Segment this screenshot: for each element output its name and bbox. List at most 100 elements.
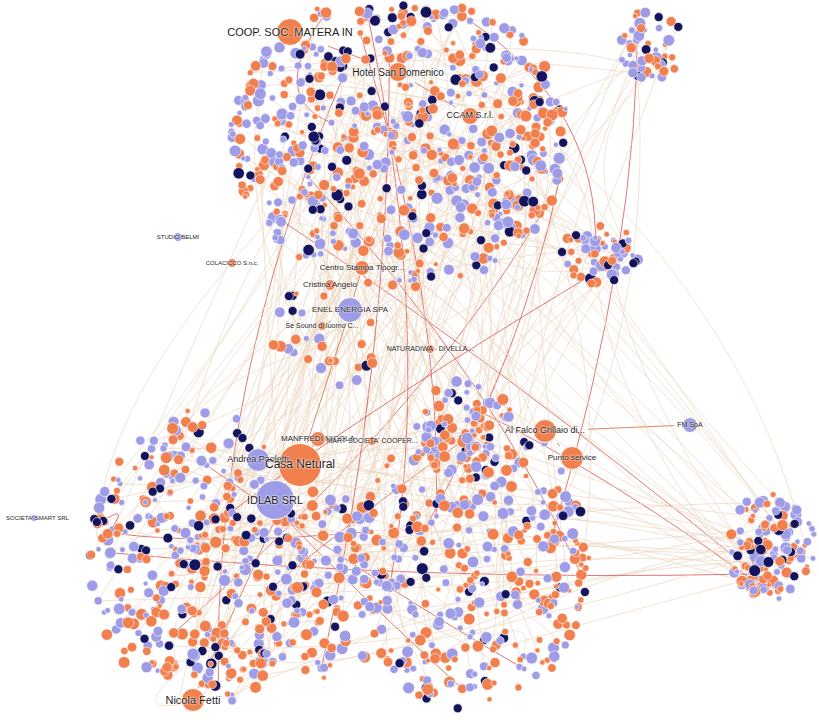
link-curve: [271, 25, 313, 619]
entity-dot: [637, 73, 646, 82]
entity-dot: [454, 155, 465, 166]
entity-dot: [320, 105, 326, 111]
link-curve: [109, 113, 518, 635]
entity-dot: [170, 478, 176, 484]
link-curve: [461, 207, 807, 566]
entity-dot: [336, 146, 345, 155]
entity-dot: [365, 111, 370, 116]
entity-dot: [501, 465, 513, 477]
entity-dot: [456, 542, 462, 548]
entity-dot: [391, 483, 396, 488]
entity-dot: [429, 642, 436, 649]
entity-dot: [273, 176, 283, 186]
entity-dot: [199, 638, 209, 648]
entity-dot: [726, 529, 737, 540]
entity-dot: [468, 154, 473, 159]
link-curve: [195, 565, 273, 662]
entity-dot: [125, 521, 134, 530]
entity-dot: [419, 547, 428, 556]
entity-dot: [535, 489, 542, 496]
entity-dot: [443, 538, 454, 549]
entity-dot: [250, 480, 260, 490]
entity-dot: [619, 249, 625, 255]
link-curve: [282, 171, 755, 571]
link-curve: [350, 114, 403, 367]
link-curve: [232, 61, 400, 701]
entity-dot: [208, 661, 214, 667]
entity-dot: [206, 658, 217, 669]
entity-dot: [535, 98, 544, 107]
entity-dot: [526, 652, 538, 664]
entity-dot: [625, 237, 632, 244]
entity-dot: [274, 198, 283, 207]
entity-dot: [222, 639, 230, 647]
link-curve: [108, 237, 444, 534]
link-curve: [440, 560, 782, 615]
link-curve: [195, 292, 322, 656]
entity-dot: [581, 244, 591, 254]
link-curve: [113, 162, 274, 531]
entity-dot: [352, 123, 358, 129]
entity-dot: [775, 557, 785, 567]
entity-dot: [559, 582, 570, 593]
entity-dot: [94, 597, 102, 605]
entity-dot: [164, 641, 173, 650]
entity-dot: [428, 95, 437, 104]
entity-dot: [669, 54, 676, 61]
entity-dot: [516, 233, 522, 239]
entity-dot: [734, 569, 739, 574]
entity-dot: [440, 565, 449, 574]
entity-dot: [353, 168, 365, 180]
link-curve: [334, 600, 495, 663]
entity-dot: [169, 628, 179, 638]
entity-dot: [388, 280, 398, 290]
entity-dot: [113, 530, 121, 538]
entity-dot: [133, 514, 143, 524]
entity-dot: [238, 434, 247, 443]
entity-dot: [560, 491, 572, 503]
entity-dot: [608, 256, 617, 265]
entity-dot: [250, 61, 261, 72]
entity-dot: [475, 38, 486, 49]
entity-dot: [561, 535, 568, 542]
entity-dot: [93, 502, 104, 513]
link-curve: [493, 30, 645, 649]
entity-dot: [478, 101, 485, 108]
entity-dot: [187, 584, 194, 591]
link-curve: [146, 500, 333, 505]
entity-dot: [389, 6, 395, 12]
entity-dot: [434, 616, 445, 627]
entity-dot: [742, 497, 751, 506]
entity-dot: [198, 421, 207, 430]
entity-dot: [281, 621, 287, 627]
entity-dot: [453, 704, 462, 713]
entity-dot: [767, 582, 772, 587]
entity-dot: [269, 660, 276, 667]
entity-dot: [140, 634, 149, 643]
entity-dot: [397, 12, 406, 21]
entity-dot: [422, 684, 434, 696]
entity-dot: [262, 138, 269, 145]
entity-dot: [466, 683, 475, 692]
link-curve: [256, 445, 394, 688]
entity-dot: [530, 224, 541, 235]
entity-dot: [261, 444, 266, 449]
entity-dot: [372, 160, 382, 170]
entity-dot: [365, 236, 372, 243]
link-curve: [161, 524, 782, 586]
entity-dot: [288, 102, 297, 111]
entity-dot: [552, 98, 560, 106]
link-curve: [439, 232, 520, 499]
entity-dot: [575, 257, 582, 264]
entity-dot: [428, 519, 435, 526]
entity-dot: [470, 252, 480, 262]
entity-dot: [185, 408, 190, 413]
entity-dot: [445, 608, 456, 619]
entity-dot: [522, 166, 531, 175]
entity-dot: [243, 194, 248, 199]
entity-dot: [535, 597, 541, 603]
entity-dot: [553, 638, 560, 645]
entity-dot: [257, 592, 263, 598]
entity-dot: [402, 83, 410, 91]
entity-dot: [749, 586, 761, 598]
